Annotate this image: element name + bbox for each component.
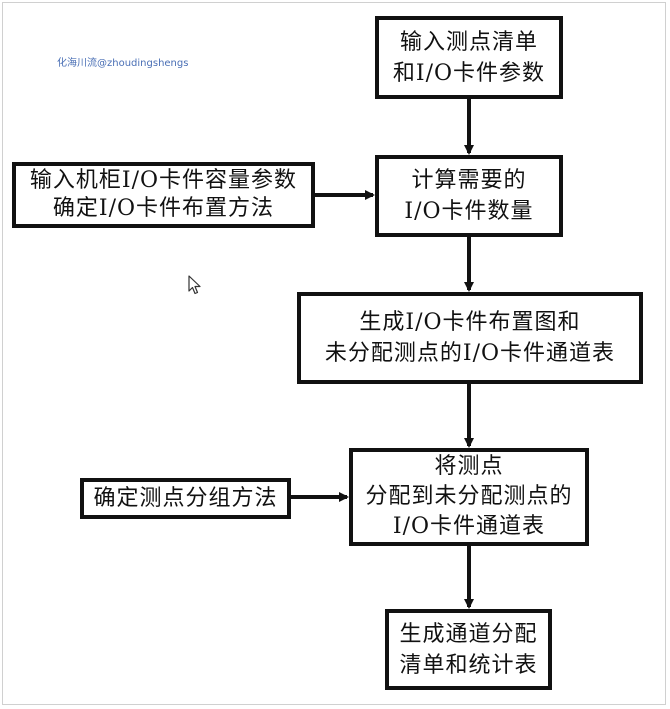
node-label-line: 生成通道分配 <box>399 621 538 647</box>
node-input-points: 输入测点清单 和I/O卡件参数 <box>375 16 563 99</box>
node-label-line: I/O卡件通道表 <box>392 514 546 539</box>
node-assign-points: 将测点 分配到未分配测点的 I/O卡件通道表 <box>349 448 589 546</box>
node-label-line: 计算需要的 <box>411 168 527 193</box>
node-label-line: 确定测点分组方法 <box>93 486 278 511</box>
node-label-line: 分配到未分配测点的 <box>365 484 573 509</box>
node-label-line: 确定I/O卡件布置方法 <box>52 196 275 221</box>
mouse-cursor-icon <box>188 275 201 295</box>
node-label-line: I/O卡件数量 <box>404 199 534 224</box>
node-label-line: 将测点 <box>434 454 504 479</box>
node-label-line: 清单和统计表 <box>399 652 538 678</box>
node-label-line: 和I/O卡件参数 <box>392 60 546 86</box>
node-label-line: 输入测点清单 <box>399 29 538 55</box>
node-label-line: 生成I/O卡件布置图和 <box>359 310 581 335</box>
node-side-cabinet: 输入机柜I/O卡件容量参数 确定I/O卡件布置方法 <box>12 162 315 228</box>
watermark-text: 化海川流@zhoudingshengs <box>57 58 189 69</box>
node-label-line: 未分配测点的I/O卡件通道表 <box>324 341 616 366</box>
node-calc-cards: 计算需要的 I/O卡件数量 <box>375 155 563 237</box>
node-label-line: 输入机柜I/O卡件容量参数 <box>29 168 298 193</box>
node-gen-layout: 生成I/O卡件布置图和 未分配测点的I/O卡件通道表 <box>297 292 643 384</box>
node-side-grouping: 确定测点分组方法 <box>80 478 291 519</box>
node-gen-list: 生成通道分配 清单和统计表 <box>385 609 552 690</box>
